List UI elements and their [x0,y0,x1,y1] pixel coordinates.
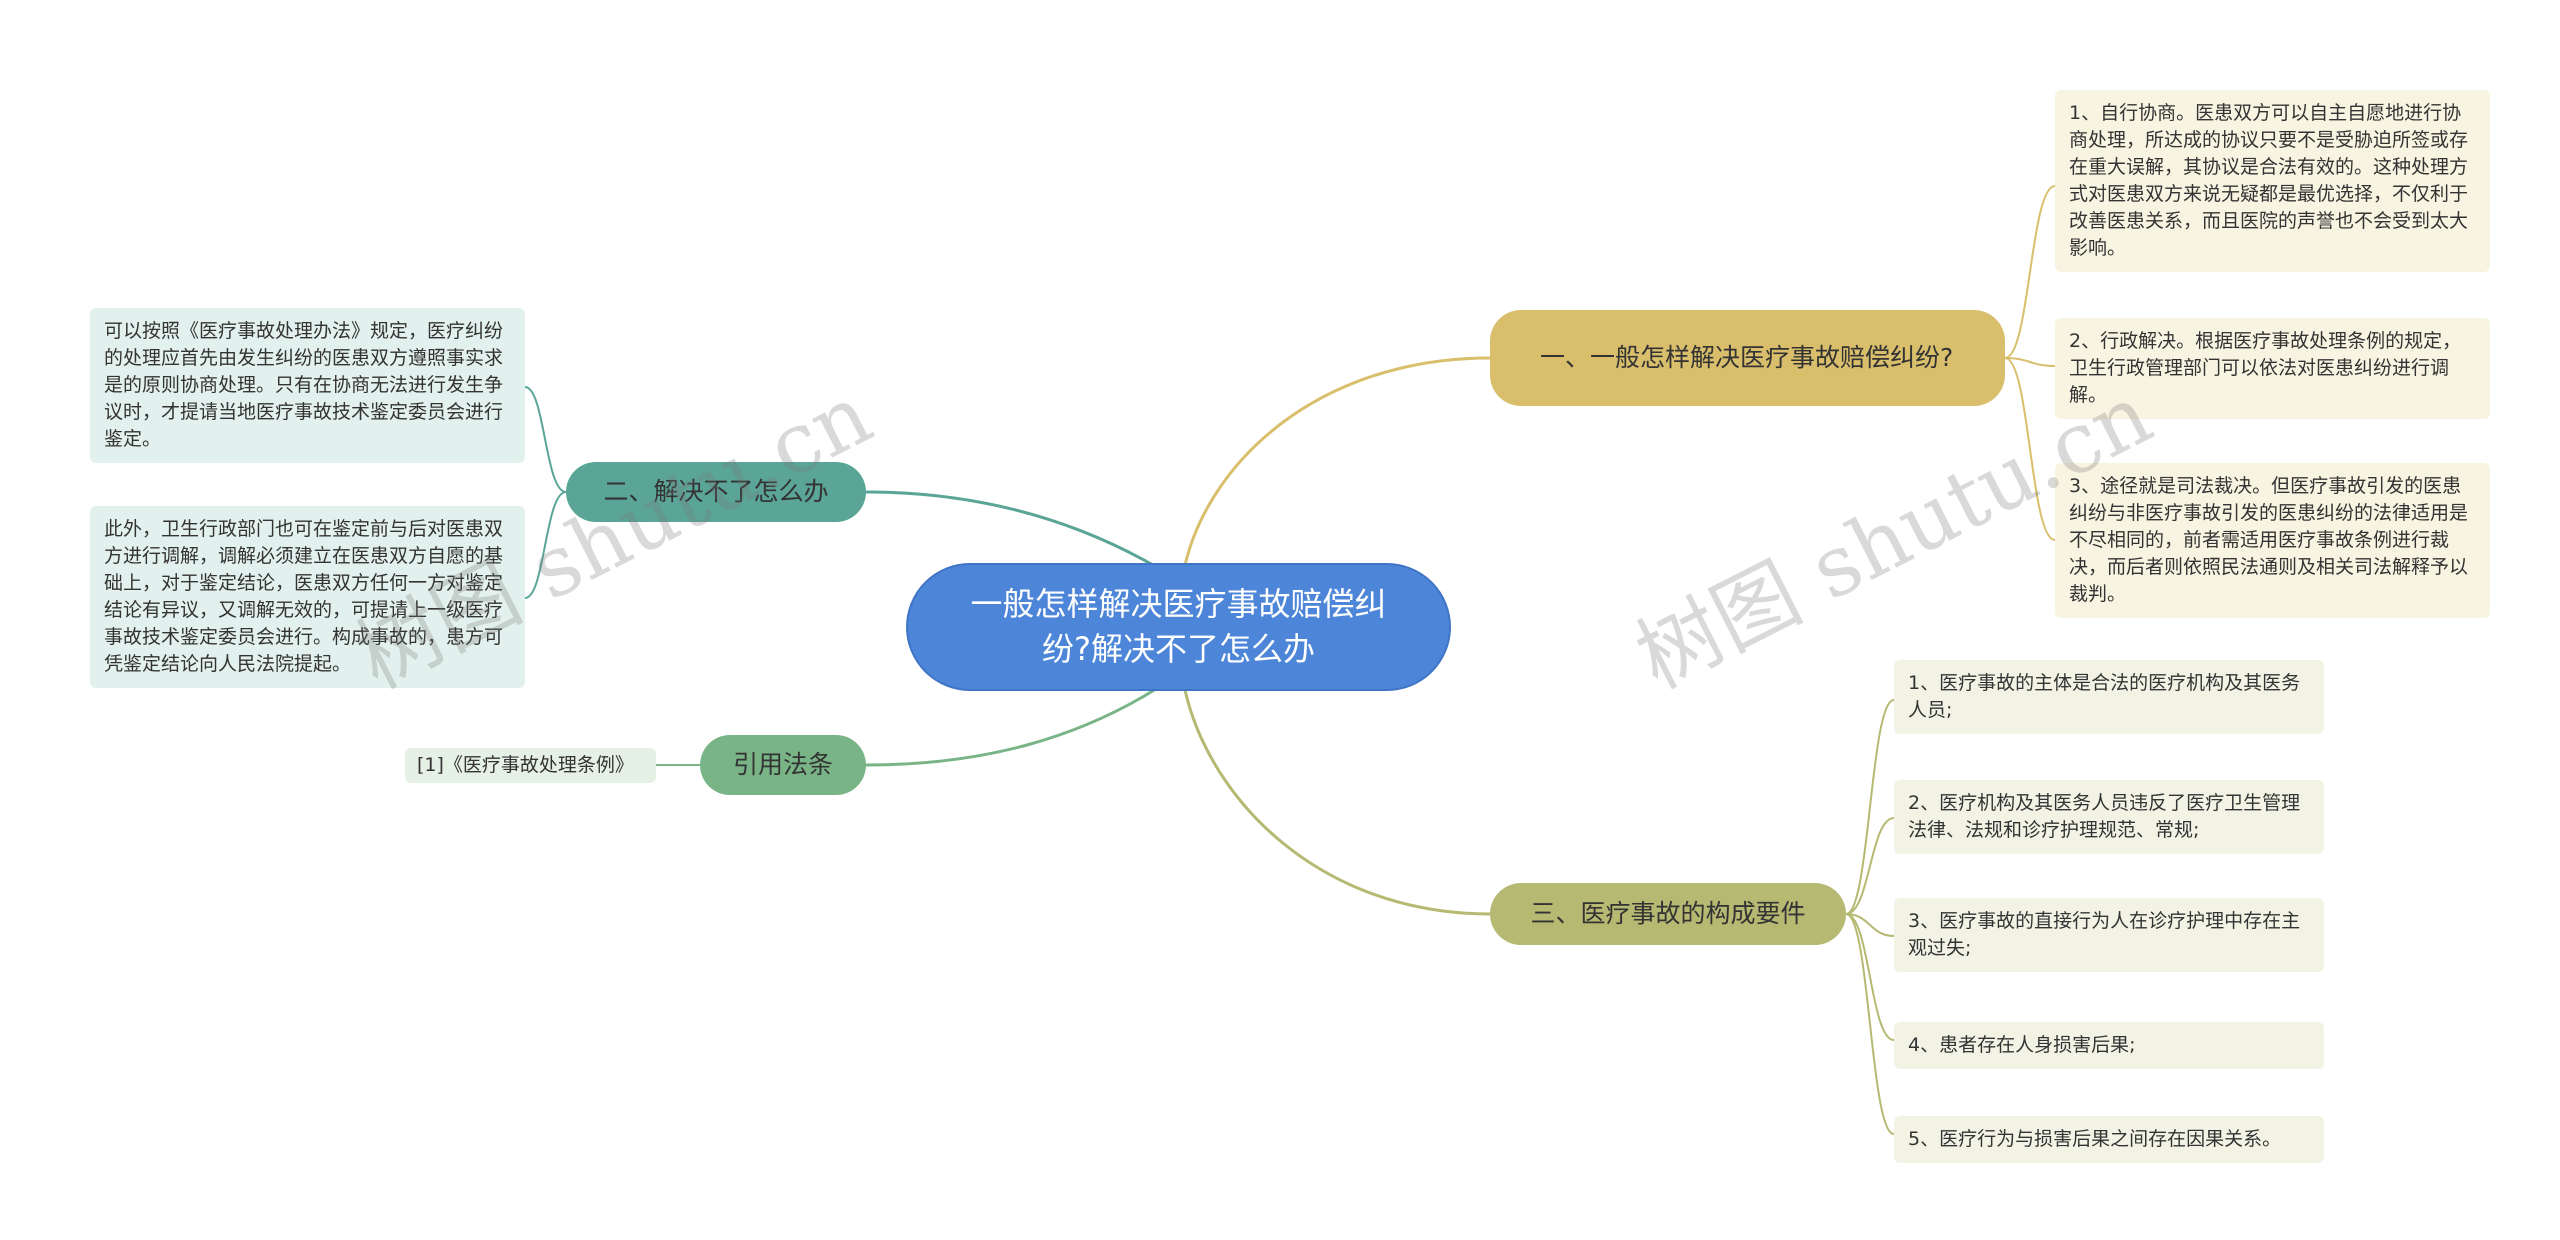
link-root-b1 [1183,356,1491,566]
leaf-mediation-rule[interactable]: 此外，卫生行政部门也可在鉴定前与后对医患双方进行调解，调解必须建立在医患双方自愿… [90,506,525,688]
link-b1-leaf1 [2004,185,2056,359]
leaf-element-3[interactable]: 3、医疗事故的直接行为人在诊疗护理中存在主观过失; [1894,898,2324,972]
leaf-administrative[interactable]: 2、行政解决。根据医疗事故处理条例的规定，卫生行政管理部门可以依法对医患纠纷进行… [2055,318,2490,419]
root-topic[interactable]: 一般怎样解决医疗事故赔偿纠纷?解决不了怎么办 [906,563,1451,691]
leaf-element-2[interactable]: 2、医疗机构及其医务人员违反了医疗卫生管理法律、法规和诊疗护理规范、常规; [1894,780,2324,854]
link-b1-leaf2 [2004,357,2056,367]
link-root-b2 [865,490,1171,577]
branch-constituents[interactable]: 三、医疗事故的构成要件 [1490,883,1846,945]
link-root-b4 [1183,689,1491,916]
link-b1-leaf3 [2004,357,2056,541]
link-b4-leaf3 [1845,913,1895,937]
leaf-element-4[interactable]: 4、患者存在人身损害后果; [1894,1022,2324,1069]
leaf-negotiation-rule[interactable]: 可以按照《医疗事故处理办法》规定，医疗纠纷的处理应首先由发生纠纷的医患双方遵照事… [90,308,525,463]
branch-how-to-resolve[interactable]: 一、一般怎样解决医疗事故赔偿纠纷? [1490,310,2005,406]
link-b4-leaf4 [1845,913,1895,1041]
link-b4-leaf2 [1845,817,1895,915]
link-b4-leaf5 [1845,913,1895,1135]
branch-if-unresolved[interactable]: 二、解决不了怎么办 [566,462,866,522]
link-b4-leaf1 [1845,699,1895,915]
leaf-judicial[interactable]: 3、途径就是司法裁决。但医疗事故引发的医患纠纷与非医疗事故引发的医患纠纷的法律适… [2055,463,2490,618]
leaf-element-5[interactable]: 5、医疗行为与损害后果之间存在因果关系。 [1894,1116,2324,1163]
link-b2-leaf2 [524,491,567,599]
link-root-b3 [865,678,1171,767]
leaf-regulation-ref[interactable]: [1]《医疗事故处理条例》 [405,748,656,783]
leaf-element-1[interactable]: 1、医疗事故的主体是合法的医疗机构及其医务人员; [1894,660,2324,734]
leaf-self-negotiation[interactable]: 1、自行协商。医患双方可以自主自愿地进行协商处理，所达成的协议只要不是受胁迫所签… [2055,90,2490,272]
link-b2-leaf1 [524,386,567,493]
branch-cited-laws[interactable]: 引用法条 [700,735,866,795]
